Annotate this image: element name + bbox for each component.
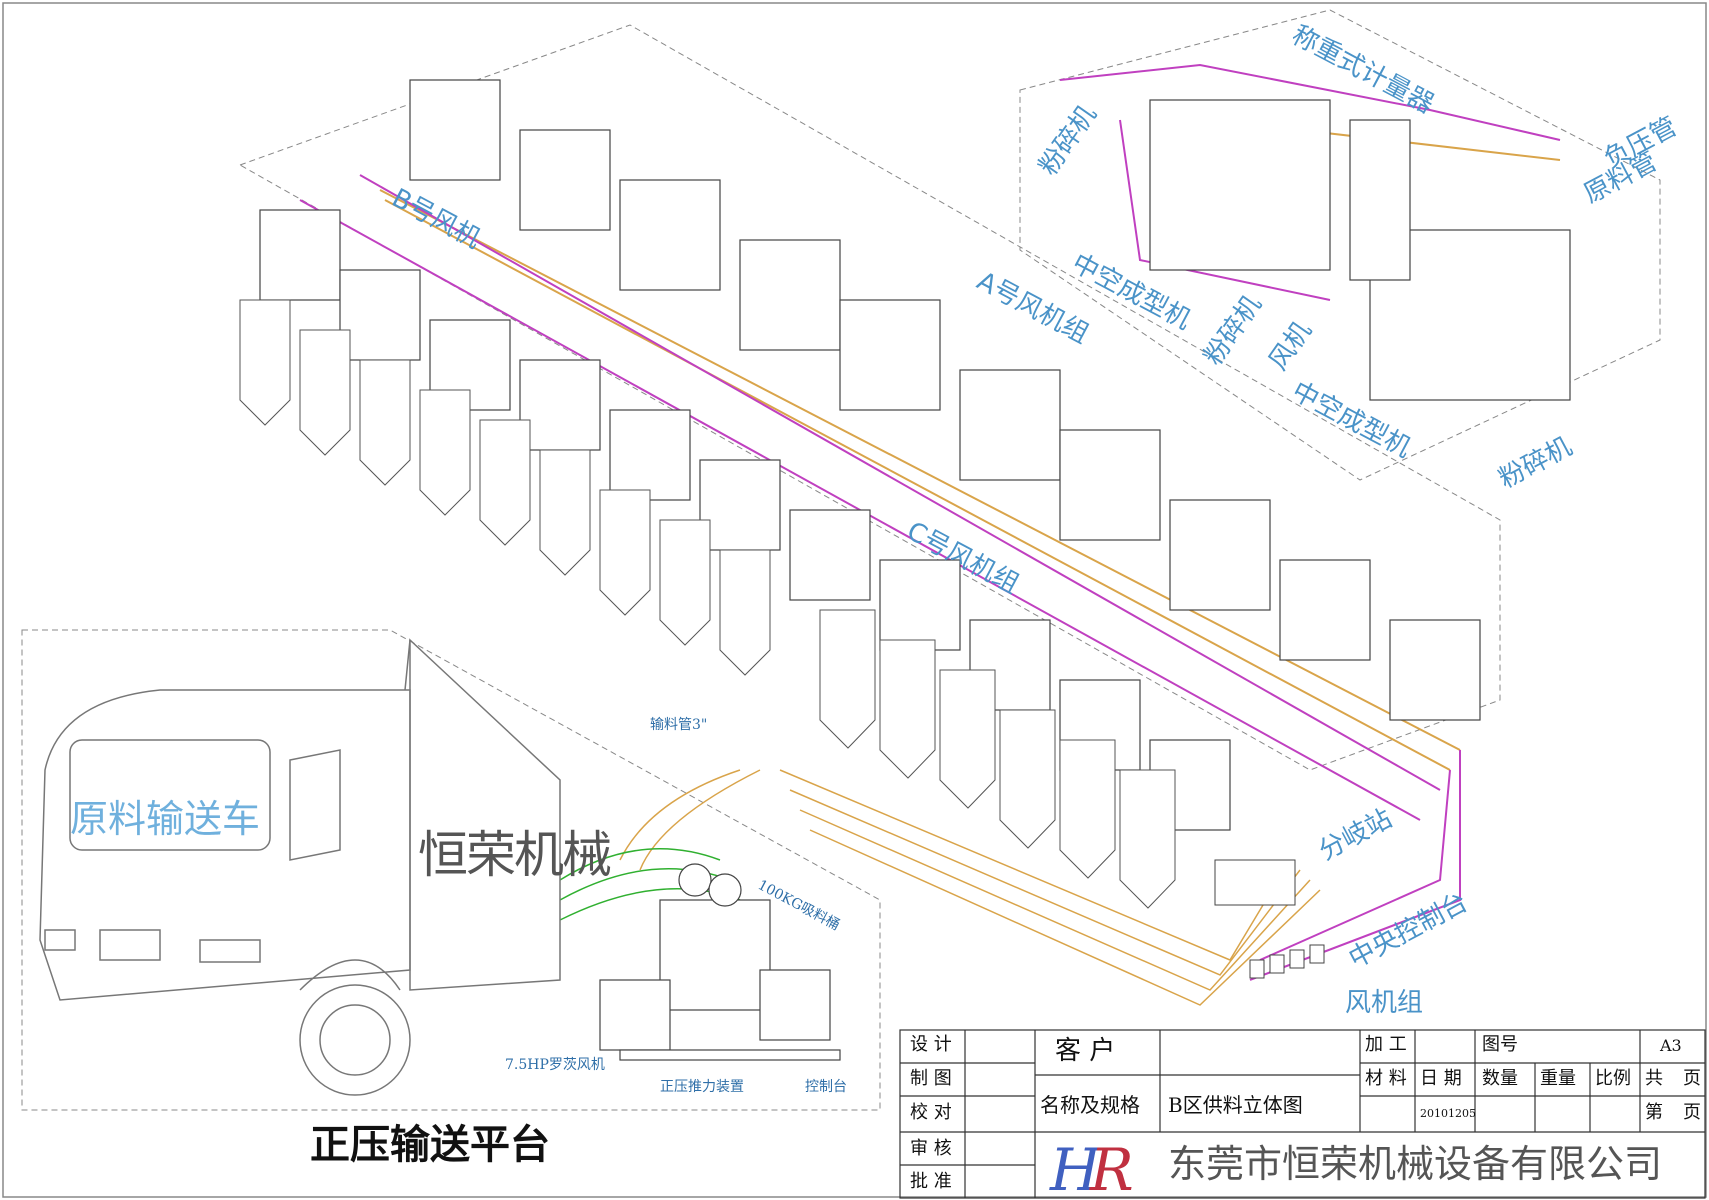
main-pipes bbox=[299, 63, 1561, 981]
label-fan-group: 风机组 bbox=[1345, 988, 1424, 1018]
silos-row-front bbox=[819, 609, 1176, 909]
hr-logo: H R bbox=[1049, 1136, 1134, 1200]
tb-review: 审 核 bbox=[910, 1138, 952, 1159]
molding-machines-row-1 bbox=[409, 79, 1481, 721]
label-control-panel: 控制台 bbox=[805, 1079, 847, 1095]
truck-outline bbox=[39, 638, 561, 1096]
label-roots-blower: 7.5HP罗茨风机 bbox=[505, 1057, 605, 1073]
tb-drawing-name: B区供料立体图 bbox=[1168, 1093, 1303, 1117]
label-feed-pipe: 输料管3" bbox=[650, 717, 708, 733]
tb-drawing-no: 图号 bbox=[1482, 1034, 1518, 1055]
tb-quantity: 数量 bbox=[1482, 1068, 1518, 1089]
tb-weight: 重量 bbox=[1540, 1068, 1576, 1089]
tb-date-label: 日 期 bbox=[1420, 1068, 1462, 1089]
platform-title: 正压输送平台 bbox=[310, 1122, 550, 1168]
tb-design: 设 计 bbox=[910, 1034, 952, 1055]
pressure-platform-equipment bbox=[599, 863, 841, 1061]
tb-checking: 校 对 bbox=[910, 1102, 952, 1123]
label-pressure-device: 正压推力装置 bbox=[660, 1079, 744, 1095]
tb-approve: 批 准 bbox=[910, 1171, 952, 1192]
svg-text:R: R bbox=[1089, 1136, 1134, 1200]
tb-sheet: 第 bbox=[1645, 1102, 1663, 1123]
tb-paper: A3 bbox=[1660, 1036, 1682, 1055]
title-block-grid bbox=[899, 1029, 1706, 1199]
zone-outlines bbox=[21, 9, 1661, 1111]
svg-text:H: H bbox=[1049, 1136, 1102, 1200]
tb-company: 东莞市恒荣机械设备有限公司 bbox=[1168, 1142, 1663, 1186]
tb-scale: 比例 bbox=[1595, 1068, 1631, 1089]
silos-row-left bbox=[239, 299, 771, 676]
tb-name-spec: 名称及规格 bbox=[1040, 1093, 1140, 1117]
fan-group-units bbox=[1249, 944, 1325, 979]
tb-total: 共 bbox=[1645, 1068, 1663, 1089]
branch-station-box bbox=[1214, 859, 1296, 906]
tb-material: 材 料 bbox=[1365, 1068, 1407, 1089]
tb-drafting: 制 图 bbox=[910, 1068, 952, 1089]
hollow-molding-machines bbox=[1149, 99, 1571, 401]
tb-date-value: 20101205 bbox=[1420, 1107, 1476, 1120]
tb-page: 页 bbox=[1683, 1068, 1701, 1089]
tb-customer: 客 户 bbox=[1055, 1036, 1116, 1066]
truck-side-text: 原料输送车 bbox=[70, 797, 261, 841]
tb-page2: 页 bbox=[1683, 1102, 1701, 1123]
truck-brand-text: 恒荣机械 bbox=[418, 826, 612, 884]
tb-process: 加 工 bbox=[1365, 1034, 1407, 1055]
